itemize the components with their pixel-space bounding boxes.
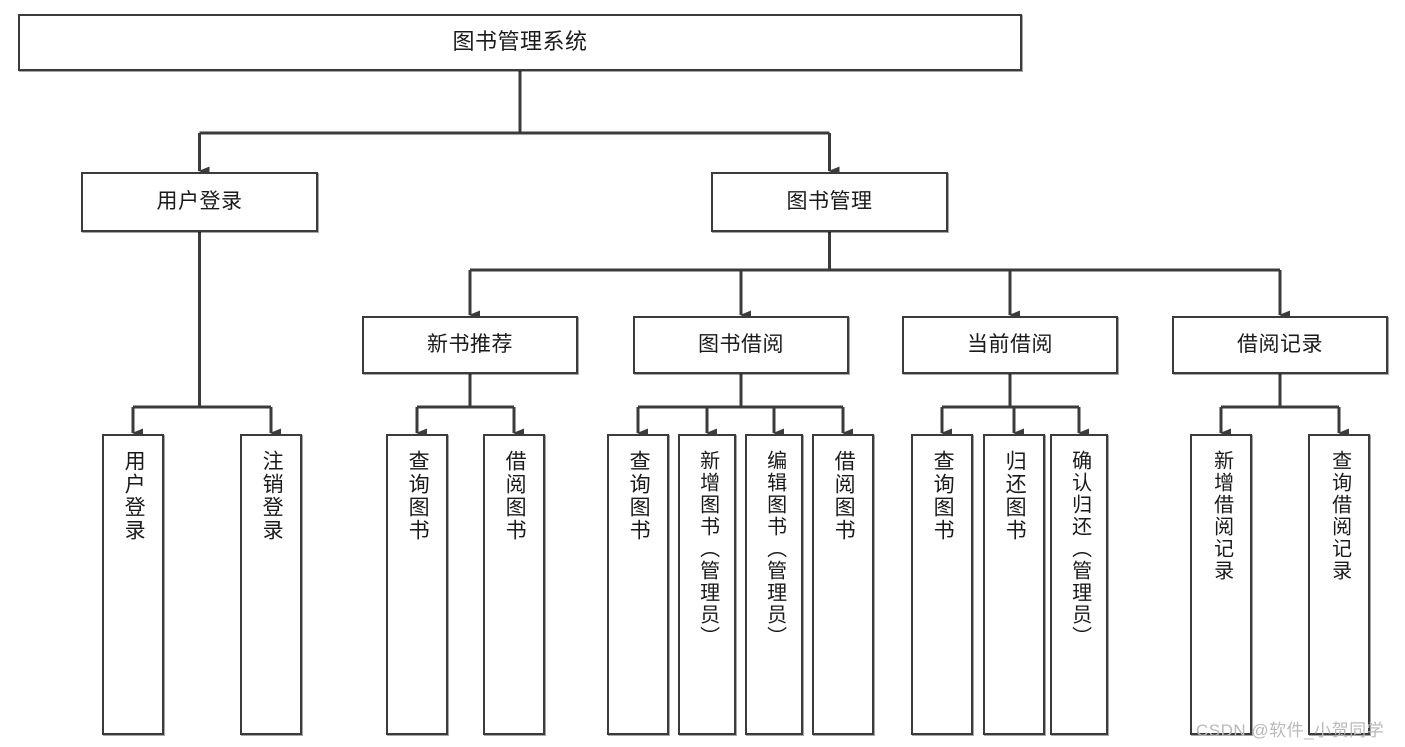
node-label: 新增借阅记录 bbox=[1210, 450, 1233, 582]
node-leaf-edit-book[interactable]: 编辑图书（管理员） bbox=[745, 434, 803, 735]
node-leaf-add-record[interactable]: 新增借阅记录 bbox=[1190, 434, 1252, 735]
node-leaf-query-book-3[interactable]: 查询图书 bbox=[911, 434, 973, 735]
node-leaf-user-login[interactable]: 用户登录 bbox=[102, 434, 164, 735]
node-label: 借阅图书 bbox=[503, 450, 527, 542]
node-label: 查询图书 bbox=[627, 450, 651, 542]
node-leaf-add-book[interactable]: 新增图书（管理员） bbox=[678, 434, 736, 735]
node-label: 编辑图书（管理员） bbox=[763, 450, 786, 648]
node-label: 注销登录 bbox=[260, 450, 284, 542]
node-label: 查询借阅记录 bbox=[1328, 450, 1351, 582]
node-leaf-confirm-return[interactable]: 确认归还（管理员） bbox=[1050, 434, 1108, 735]
node-leaf-query-book-1[interactable]: 查询图书 bbox=[386, 434, 448, 735]
node-label: 查询图书 bbox=[931, 450, 955, 542]
node-label: 当前借阅 bbox=[967, 333, 1053, 357]
csdn-watermark: CSDN @软件_小贺同学 bbox=[1196, 721, 1385, 740]
node-leaf-borrow-book-2[interactable]: 借阅图书 bbox=[812, 434, 874, 735]
node-label: 用户登录 bbox=[156, 190, 243, 214]
node-book-borrow[interactable]: 图书借阅 bbox=[633, 316, 849, 374]
node-borrow-record[interactable]: 借阅记录 bbox=[1172, 316, 1388, 374]
node-leaf-borrow-book-1[interactable]: 借阅图书 bbox=[483, 434, 545, 735]
node-label: 图书管理系统 bbox=[452, 29, 588, 55]
node-label: 新书推荐 bbox=[427, 333, 513, 357]
node-label: 归还图书 bbox=[1003, 450, 1027, 542]
node-leaf-user-logout[interactable]: 注销登录 bbox=[240, 434, 302, 735]
node-current-borrow[interactable]: 当前借阅 bbox=[902, 316, 1118, 374]
node-label: 新增图书（管理员） bbox=[696, 450, 719, 648]
node-leaf-return-book[interactable]: 归还图书 bbox=[983, 434, 1045, 735]
node-label: 图书管理 bbox=[786, 190, 873, 214]
node-new-book-rec[interactable]: 新书推荐 bbox=[362, 316, 578, 374]
node-leaf-query-record[interactable]: 查询借阅记录 bbox=[1308, 434, 1370, 735]
node-label: 借阅记录 bbox=[1237, 333, 1323, 357]
node-user-login[interactable]: 用户登录 bbox=[81, 172, 318, 232]
node-root[interactable]: 图书管理系统 bbox=[18, 14, 1022, 71]
node-label: 查询图书 bbox=[406, 450, 430, 542]
node-label: 图书借阅 bbox=[698, 333, 784, 357]
node-book-manage[interactable]: 图书管理 bbox=[711, 172, 948, 232]
node-label: 借阅图书 bbox=[832, 450, 856, 542]
node-leaf-query-book-2[interactable]: 查询图书 bbox=[607, 434, 669, 735]
node-label: 确认归还（管理员） bbox=[1068, 450, 1091, 648]
node-label: 用户登录 bbox=[122, 450, 146, 542]
